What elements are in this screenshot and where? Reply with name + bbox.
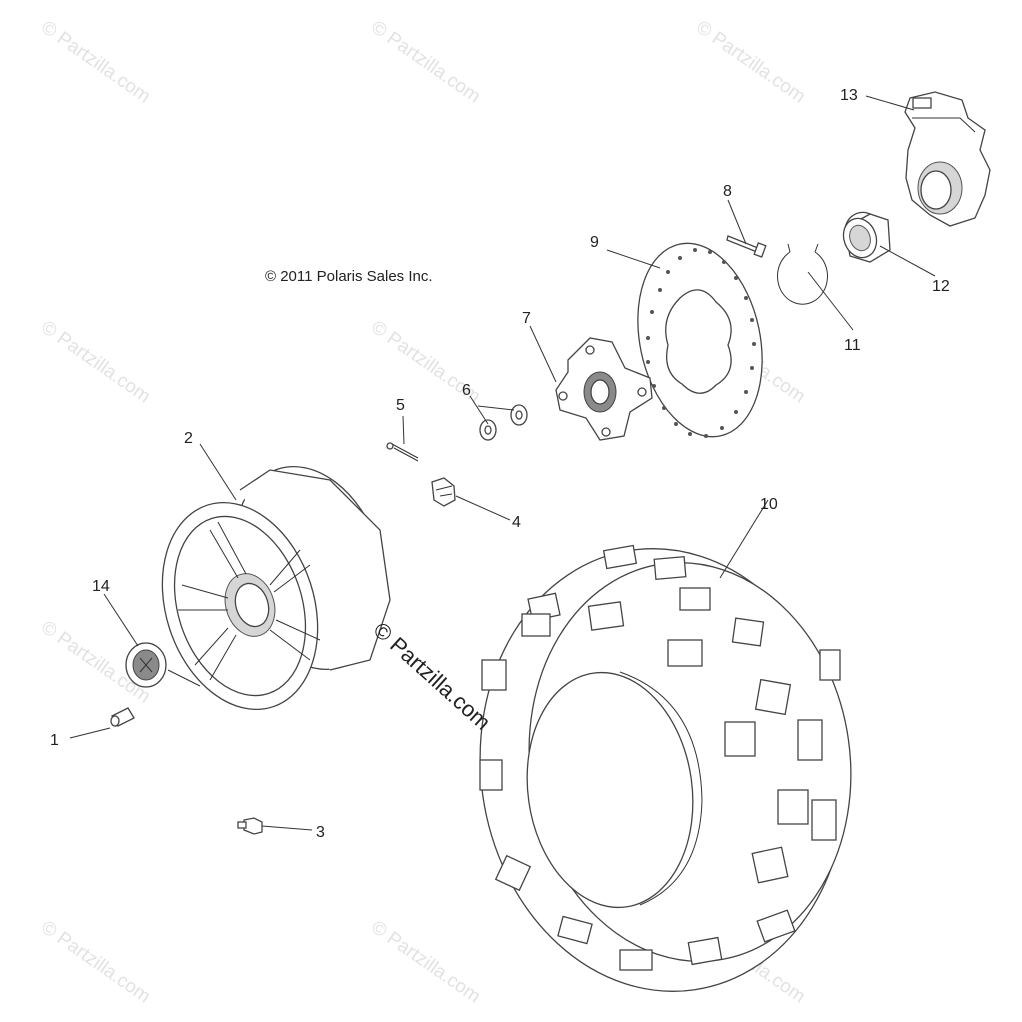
callout-14: 14 bbox=[92, 578, 110, 595]
part-3-lug-nut bbox=[237, 817, 263, 835]
callout-12: 12 bbox=[932, 278, 950, 295]
part-11-snap-ring bbox=[777, 243, 828, 305]
callout-2: 2 bbox=[184, 430, 193, 447]
callout-4: 4 bbox=[512, 514, 521, 531]
part-12-bearing bbox=[842, 211, 891, 263]
callout-13: 13 bbox=[840, 87, 858, 104]
watermark-faint: © Partzilla.com bbox=[367, 17, 484, 108]
callout-1: 1 bbox=[50, 732, 59, 749]
watermark-faint: © Partzilla.com bbox=[367, 917, 484, 1008]
part-9-brake-disc bbox=[637, 242, 763, 438]
part-6-washers bbox=[479, 404, 528, 441]
disc-holes bbox=[646, 248, 756, 438]
part-10-tire bbox=[479, 544, 852, 992]
watermark-faint: © Partzilla.com bbox=[37, 17, 154, 108]
callout-3: 3 bbox=[316, 824, 325, 841]
part-2-wheel-rim bbox=[161, 465, 391, 711]
part-5-cotter-pin bbox=[386, 442, 419, 462]
callout-6: 6 bbox=[462, 382, 471, 399]
part-4-castle-nut bbox=[431, 477, 456, 507]
tire-tread-blocks bbox=[479, 544, 841, 971]
watermark-faint: © Partzilla.com bbox=[692, 17, 809, 108]
callout-9: 9 bbox=[590, 234, 599, 251]
callout-7: 7 bbox=[522, 310, 531, 327]
callout-10: 10 bbox=[760, 496, 778, 513]
copyright-text: © 2011 Polaris Sales Inc. bbox=[265, 268, 433, 285]
watermark-main: © Partzilla.com bbox=[369, 617, 496, 735]
rim-spokes bbox=[178, 521, 321, 681]
callout-8: 8 bbox=[723, 183, 732, 200]
part-1-valve-stem bbox=[110, 707, 135, 727]
watermark-faint: © Partzilla.com bbox=[37, 917, 154, 1008]
part-14-center-cap bbox=[125, 642, 167, 688]
leader-lines bbox=[69, 95, 936, 831]
callout-numbers: 1 2 3 4 5 6 7 8 9 10 11 12 13 14 bbox=[50, 87, 950, 841]
part-8-bolt bbox=[726, 235, 767, 258]
watermark-faint: © Partzilla.com bbox=[37, 317, 154, 408]
callout-5: 5 bbox=[396, 397, 405, 414]
callout-11: 11 bbox=[844, 337, 861, 354]
part-7-hub bbox=[555, 337, 653, 441]
part-13-knuckle bbox=[904, 91, 991, 227]
